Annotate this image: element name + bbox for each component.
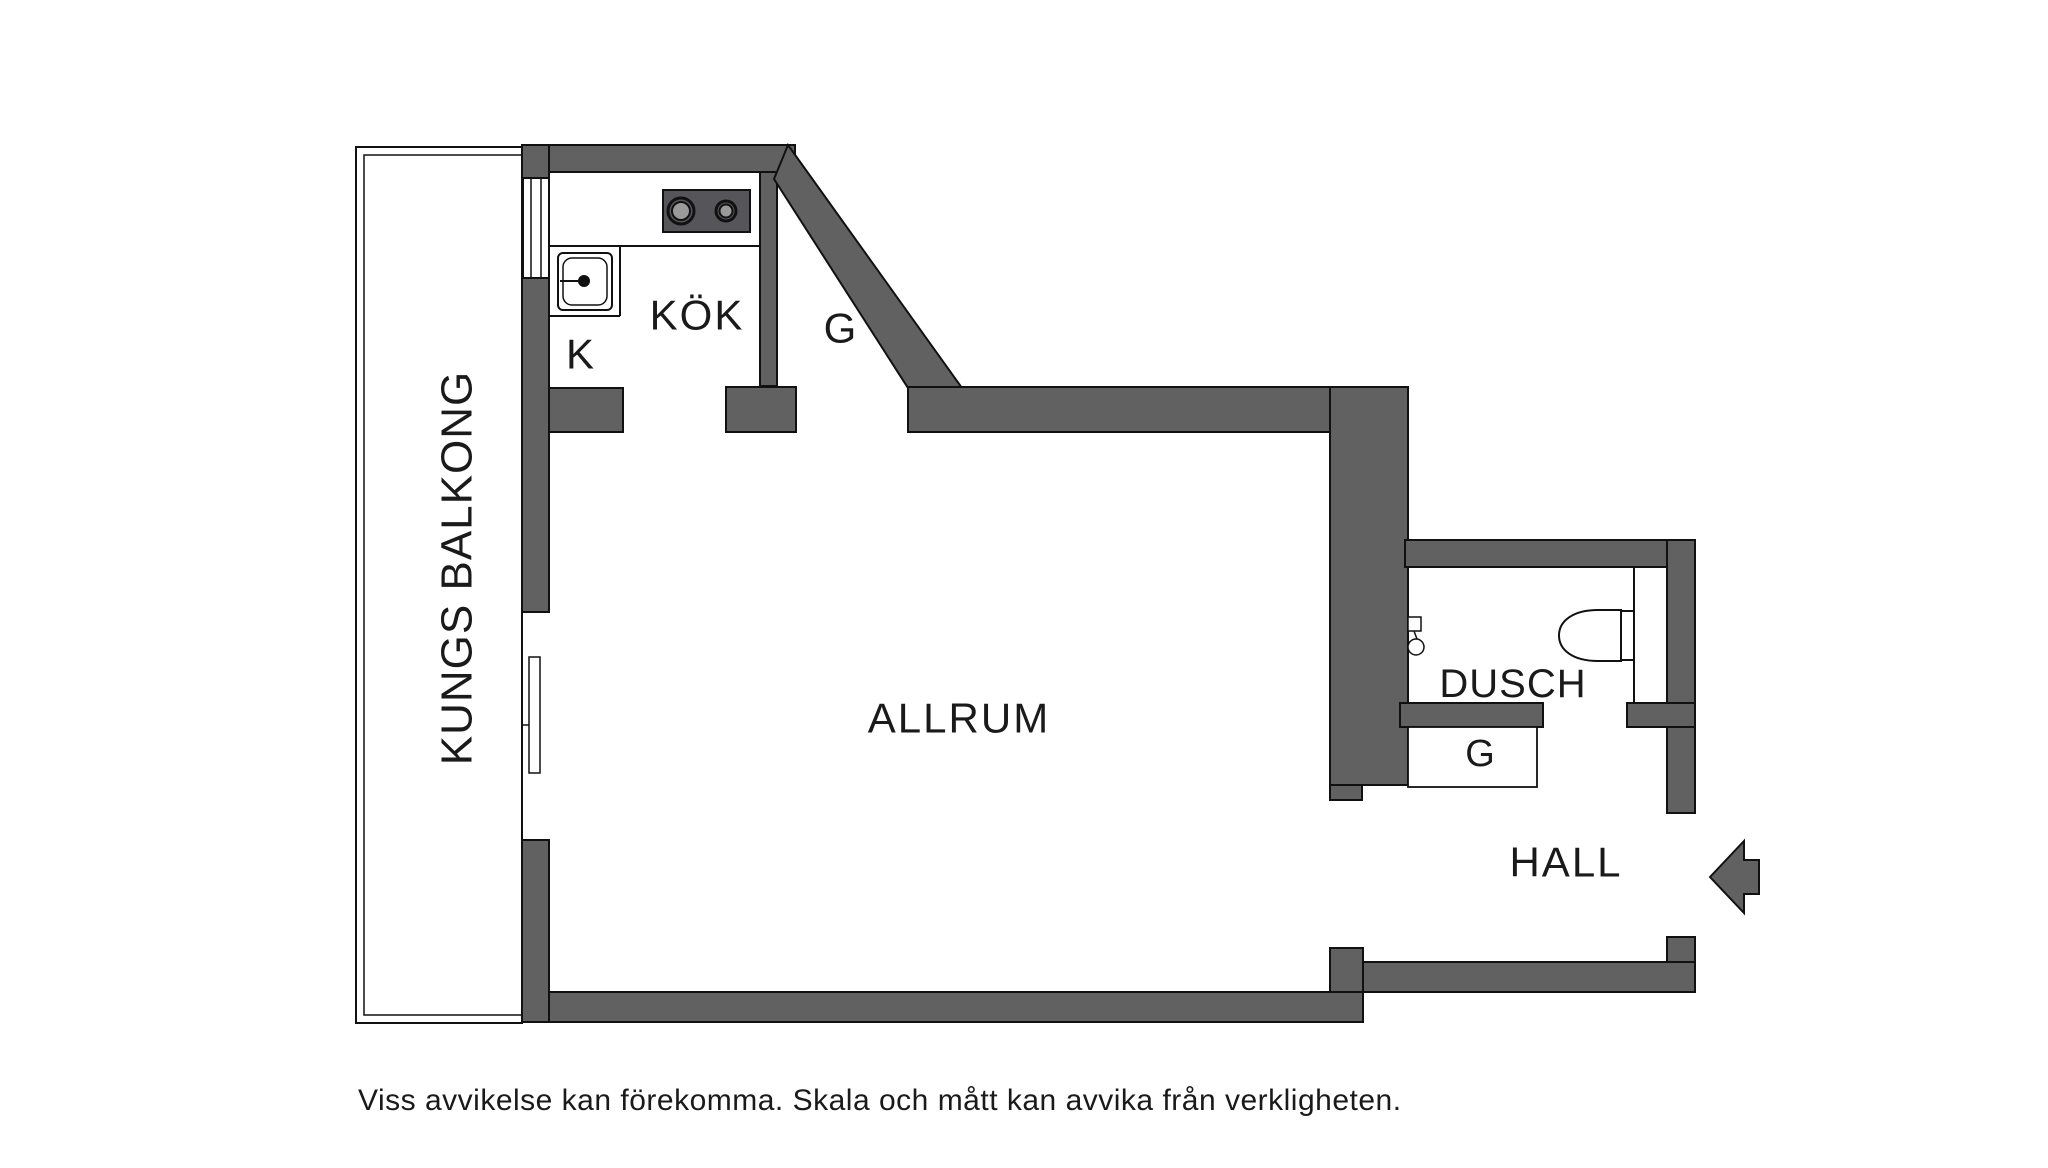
room-label-living-room: ALLRUM [868, 695, 1050, 742]
burner-right-ring [714, 199, 738, 223]
wall-left-middle [521, 277, 550, 613]
kitchen-fixtures [549, 189, 759, 317]
entrance-arrow-icon [1708, 838, 1760, 916]
balcony-inner-border [363, 154, 522, 1016]
bathroom-fixtures [1407, 568, 1635, 788]
sink-faucet-knob [578, 275, 590, 287]
room-labels: KUNGS BALKONG KÖK K G ALLRUM DUSCH G HAL… [358, 292, 1622, 1118]
shower-bracket [1407, 616, 1422, 632]
wall-allrum-bottom [548, 991, 1364, 1023]
burner-right [718, 203, 734, 219]
wall-hall-bottom [1362, 961, 1696, 993]
toilet-icon [1557, 609, 1635, 662]
wall-pillar-kitchen-door [725, 386, 797, 433]
kitchen-counter-icon [549, 245, 759, 317]
wall-under-k-cabinet [548, 387, 624, 433]
walls [521, 142, 1696, 1023]
wall-pillar-hall [1329, 947, 1364, 993]
disclaimer-text: Viss avvikelse kan förekomma. Skala och … [358, 1084, 1402, 1117]
wall-dusch-top [1404, 539, 1696, 568]
wall-dusch-bottom-right [1626, 702, 1696, 728]
room-label-kitchen-cabinet: K [566, 331, 596, 378]
wall-allrum-top [907, 386, 1409, 433]
stove-icon [662, 189, 751, 233]
sink-icon [557, 252, 613, 311]
room-label-balcony: KUNGS BALKONG [433, 371, 482, 765]
toilet-tank [1620, 610, 1635, 661]
wall-allrum-right-foot [1329, 784, 1363, 801]
balcony-door-leaf [528, 656, 541, 774]
wall-top-kitchen [521, 144, 796, 173]
kitchen-window [522, 177, 550, 279]
shower-head [1407, 638, 1425, 656]
wall-diagonal [772, 142, 964, 389]
burner-left [671, 201, 691, 221]
wall-kitchen-wardrobe [759, 171, 778, 387]
room-label-kitchen: KÖK [650, 292, 745, 339]
shower-icon [1407, 616, 1425, 656]
room-label-wardrobe-hall: G [1465, 733, 1495, 775]
balcony [355, 146, 523, 1024]
room-label-wardrobe-kitchen: G [824, 305, 859, 352]
wall-dusch-bottom-left [1399, 702, 1544, 728]
room-label-hall: HALL [1509, 839, 1622, 886]
wall-right-upper [1666, 539, 1696, 814]
wall-left-lower [521, 839, 550, 1023]
burner-left-ring [666, 196, 696, 226]
wall-allrum-right [1329, 386, 1409, 786]
openings [522, 177, 550, 774]
shower-hose [1413, 630, 1418, 640]
balcony-outer-border [355, 146, 523, 1024]
room-label-shower-room: DUSCH [1439, 662, 1586, 706]
toilet-bowl [1557, 609, 1622, 662]
wall-left-above-window [521, 144, 550, 179]
wardrobe-hall-box [1407, 726, 1538, 788]
